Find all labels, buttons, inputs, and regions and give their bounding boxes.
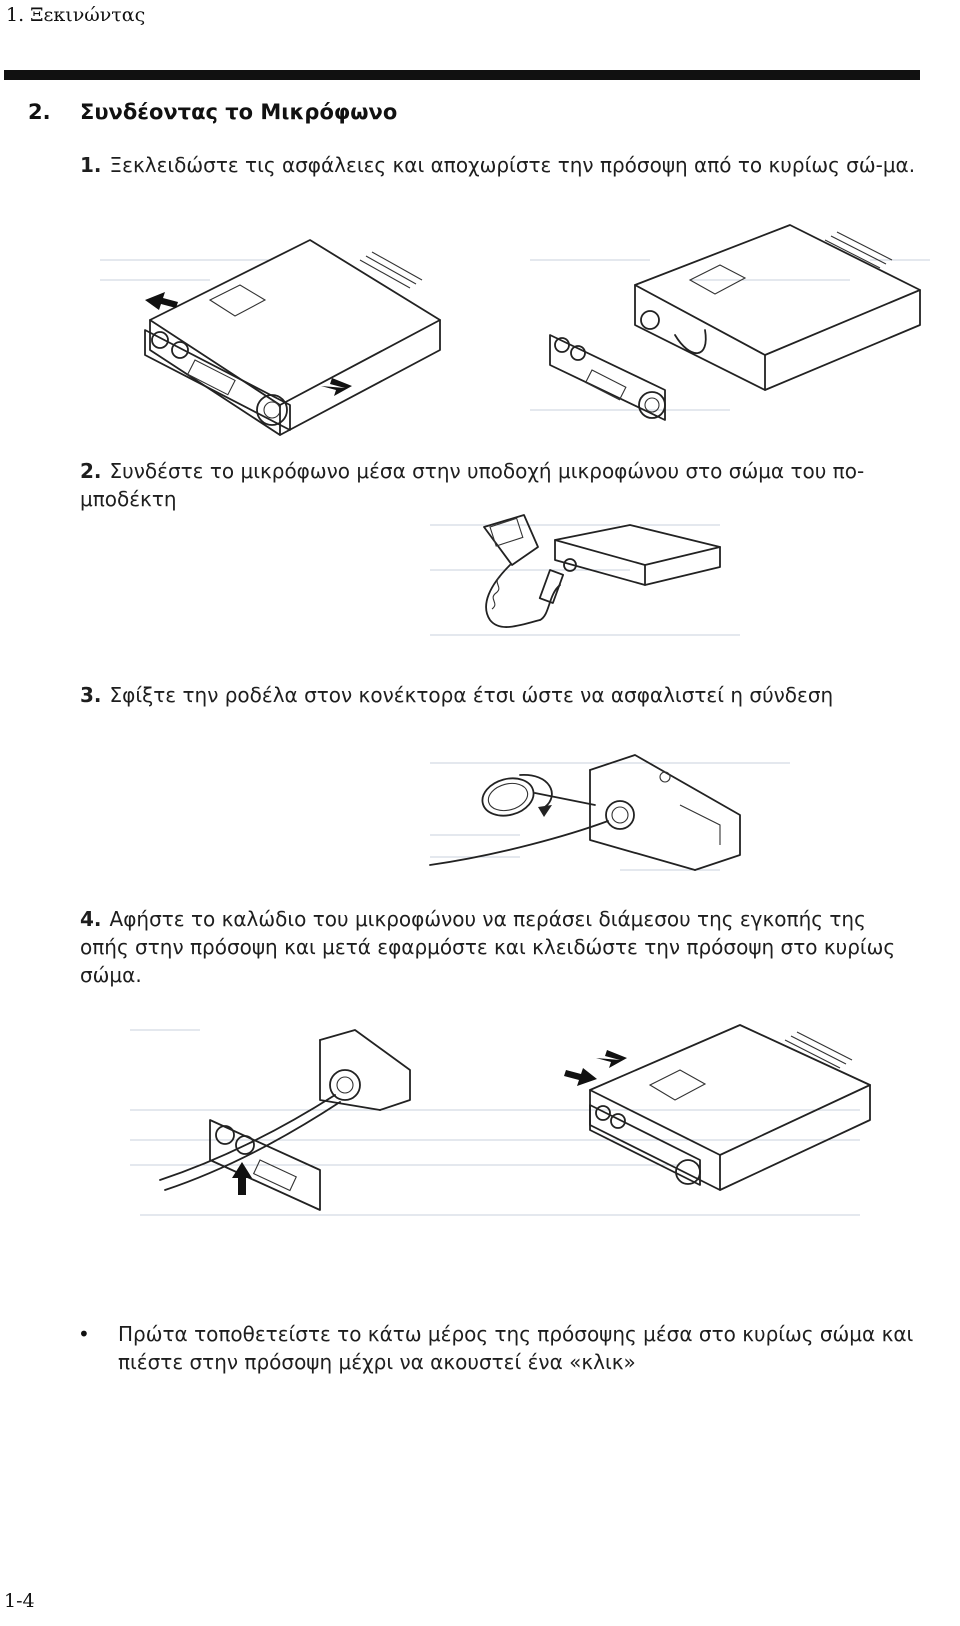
figure-tighten-ring (429, 754, 790, 871)
note-bullet: • (78, 1322, 90, 1346)
step-3-number: 3. (80, 683, 102, 707)
step-4-text: Αφήστε το καλώδιο του μικροφώνου να περά… (80, 907, 896, 987)
figure-detach-front-panel (100, 224, 930, 436)
front-panel-cable-illustration (159, 1029, 411, 1211)
section-heading: 2. Συνδέοντας το Μικρόφωνο (28, 100, 397, 124)
step-3-text: Σφίξτε την ροδέλα στον κονέκτορα έτσι ώσ… (109, 683, 834, 707)
radio-assembled-illustration (564, 1024, 871, 1191)
connector-ring-illustration (481, 774, 596, 817)
step-4-number: 4. (80, 907, 102, 931)
step-1: 1. Ξεκλειδώστε τις ασφάλειες και αποχωρίσ… (80, 151, 920, 179)
note-text: Πρώτα τοποθετείστε το κάτω μέρος της πρό… (118, 1322, 914, 1374)
step-2: 2.Συνδέστε το μικρόφωνο μέσα στην υποδοχ… (80, 457, 920, 513)
radio-left-illustration (144, 239, 441, 436)
page-number: 1-4 (4, 1590, 35, 1612)
step-1-number: 1. (80, 153, 102, 177)
section-number: 2. (28, 100, 51, 124)
step-4: 4.Αφήστε το καλώδιο του μικροφώνου να πε… (80, 905, 920, 989)
step-2-number: 2. (80, 459, 102, 483)
figure-reattach-front-panel (130, 1024, 871, 1216)
header-rule (4, 70, 920, 80)
section-title: Συνδέοντας το Μικρόφωνο (80, 100, 398, 124)
figure-connect-microphone (430, 514, 740, 636)
microphone-illustration (483, 514, 565, 628)
radio-rear-socket-illustration (429, 754, 741, 871)
radio-right-illustration (549, 224, 921, 421)
step-1-text: Ξεκλειδώστε τις ασφάλειες και αποχωρίστε… (109, 153, 916, 177)
step-3: 3. Σφίξτε την ροδέλα στον κονέκτορα έτσι … (80, 681, 920, 709)
radio-body-illustration (554, 524, 721, 586)
step-2-text: Συνδέστε το μικρόφωνο μέσα στην υποδοχή … (80, 459, 865, 511)
chapter-header: 1. Ξεκινώντας (6, 4, 146, 26)
